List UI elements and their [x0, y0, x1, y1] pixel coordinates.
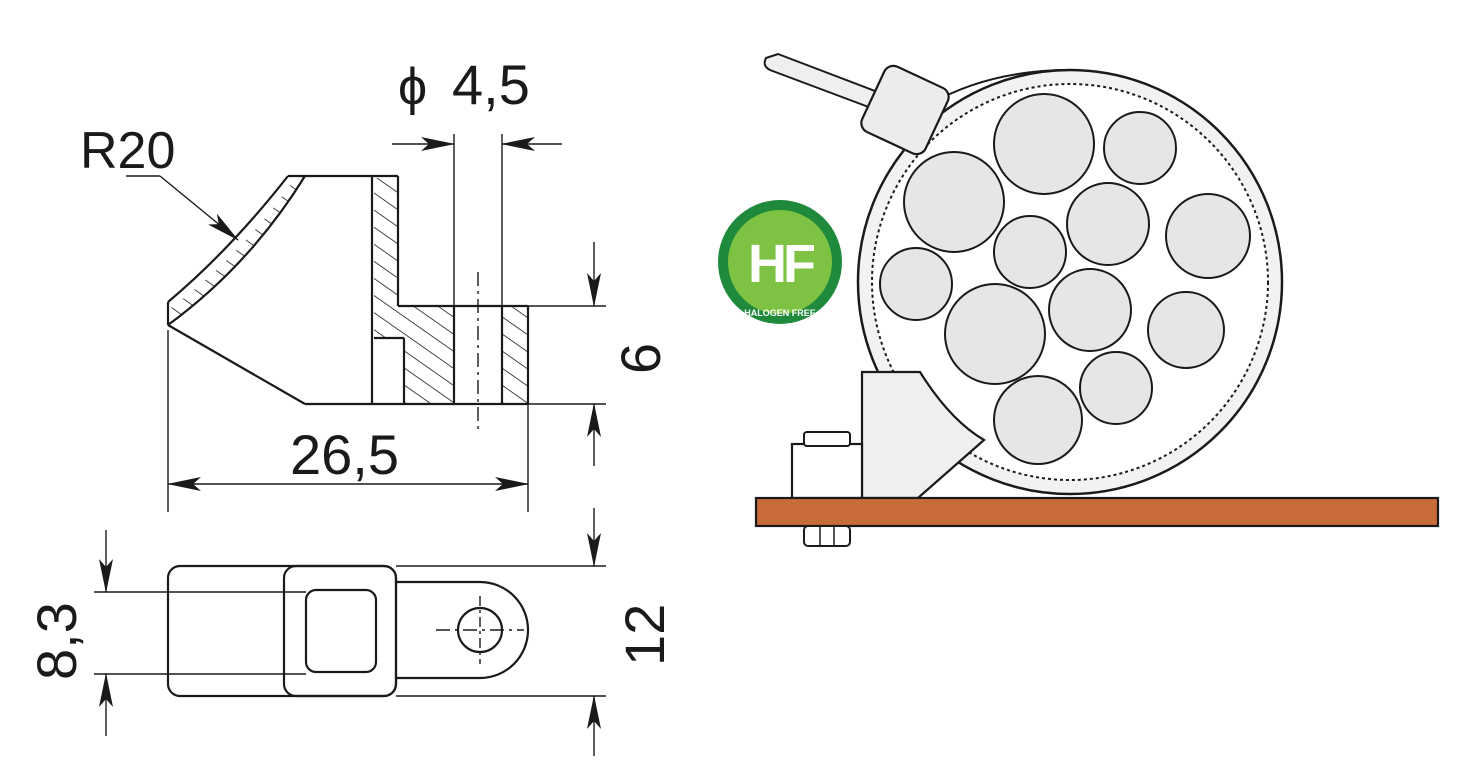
hf-badge-icon: HF HALOGEN FREE — [718, 200, 842, 324]
outer-width-label: 12 — [613, 604, 676, 666]
hf-badge-caption: HALOGEN FREE — [744, 308, 816, 318]
hole-diameter-dimension: ϕ 4,5 — [392, 53, 562, 306]
hole-diameter-label: 4,5 — [452, 53, 530, 116]
outer-width-dimension: 12 — [396, 508, 676, 756]
nut-icon — [790, 442, 864, 500]
top-view — [166, 564, 530, 698]
height-label: 6 — [609, 343, 672, 374]
radius-label: R20 — [80, 122, 175, 180]
length-label: 26,5 — [290, 423, 399, 486]
bolt-icon — [803, 525, 851, 547]
mount-block — [860, 370, 986, 500]
cables — [879, 93, 1251, 465]
height-dimension: 6 — [528, 242, 672, 466]
side-view — [166, 174, 530, 432]
length-dimension: 26,5 — [167, 330, 529, 512]
inner-width-dimension: 8,3 — [25, 530, 306, 736]
mounting-board — [754, 496, 1440, 528]
radius-dimension: R20 — [80, 122, 239, 241]
inner-width-label: 8,3 — [25, 602, 88, 680]
diameter-symbol: ϕ — [398, 58, 427, 116]
hf-badge-letters: HF — [748, 234, 815, 294]
mounting-illustration — [754, 52, 1440, 547]
